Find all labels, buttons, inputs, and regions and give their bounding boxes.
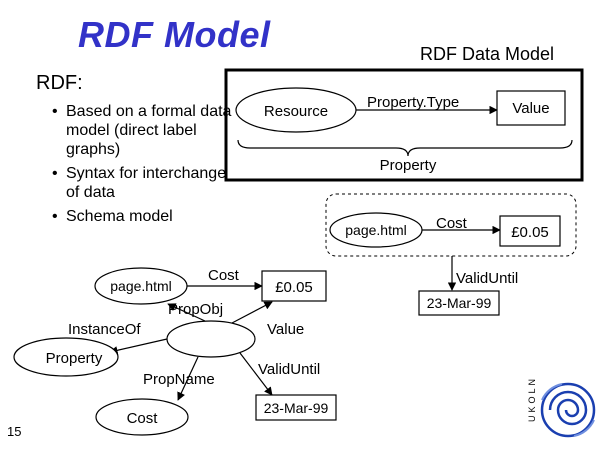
reified-value-node <box>261 270 327 302</box>
data-model-frame <box>224 68 584 182</box>
property-brace <box>237 139 573 157</box>
slide-title: RDF Model <box>78 14 271 55</box>
instance-of-label: InstanceOf <box>68 321 141 338</box>
example-date-label: 23-Mar-99 <box>427 295 492 311</box>
value-node <box>496 90 566 126</box>
reified-date-label: 23-Mar-99 <box>264 400 329 416</box>
bullet-text: Based on a formal data model (direct lab… <box>66 103 232 158</box>
prop-name-label: PropName <box>143 371 215 388</box>
prop-obj-label: PropObj <box>168 301 223 318</box>
cost-node-label: Cost <box>127 410 159 427</box>
property-type-label: Property.Type <box>367 94 459 111</box>
example-cost-label: Cost <box>436 215 468 232</box>
resource-label: Resource <box>264 103 328 120</box>
prop-obj-arrow <box>167 303 206 322</box>
value-label: Value <box>512 100 549 117</box>
page-number: 15 <box>7 424 22 439</box>
logo-text: UKOLN <box>527 376 537 423</box>
bullet-text: Syntax for interchange of data <box>66 165 227 201</box>
swirl-logo-icon <box>540 382 596 438</box>
reified-value-label: £0.05 <box>275 279 313 296</box>
example-date-node <box>418 290 500 316</box>
bullet-item: •Based on a formal data model (direct la… <box>52 103 232 158</box>
bullet-item: •Schema model <box>52 208 173 225</box>
example-valid-until-label: ValidUntil <box>456 270 518 287</box>
bullet-list: •Based on a formal data model (direct la… <box>52 102 242 231</box>
property-class-label: Property <box>46 350 103 367</box>
instance-of-arrow <box>109 338 168 355</box>
cost-node <box>95 398 189 436</box>
example-value-label: £0.05 <box>511 224 549 241</box>
valid-until-edge <box>239 352 273 396</box>
reified-page-label: page.html <box>110 278 171 294</box>
property-class-node <box>13 337 119 377</box>
example-page-label: page.html <box>345 222 406 238</box>
valid-until-edge-label: ValidUntil <box>258 361 320 378</box>
bullet-item: •Syntax for interchange of data <box>52 165 227 201</box>
statement-node <box>166 320 256 358</box>
value-arrow-label: Value <box>267 321 304 338</box>
data-model-title: RDF Data Model <box>420 44 555 64</box>
prop-name-arrow <box>177 356 199 401</box>
property-label: Property <box>380 157 437 174</box>
example-value-node <box>499 215 561 247</box>
value-arrow <box>231 301 273 324</box>
reified-date-node <box>255 394 337 421</box>
bullet-text: Schema model <box>66 208 173 225</box>
reified-cost-label: Cost <box>208 267 240 284</box>
rdf-heading: RDF: <box>36 72 83 94</box>
example-frame <box>325 193 577 257</box>
